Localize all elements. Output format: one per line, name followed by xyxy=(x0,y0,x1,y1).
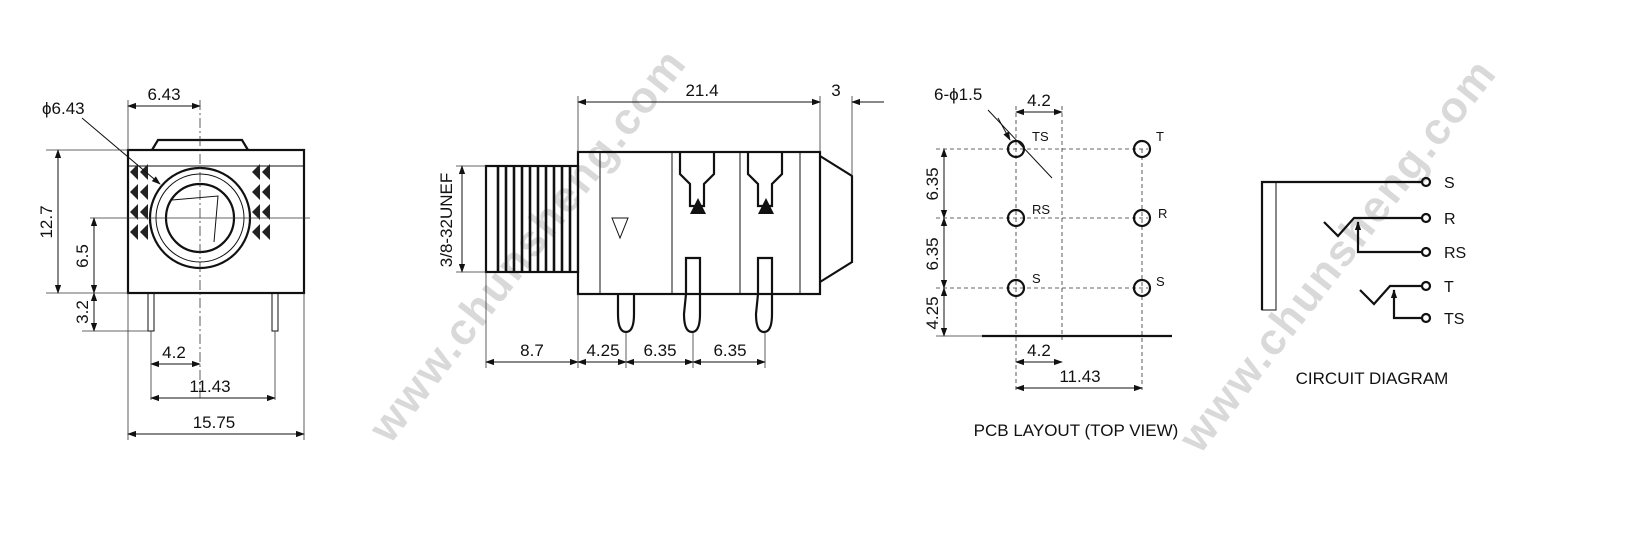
dim-front-4-2: 4.2 xyxy=(162,343,186,362)
dim-front-12-7: 12.7 xyxy=(37,205,56,238)
dim-front-phi-6-43: ϕ6.43 xyxy=(42,99,85,118)
dim-front-6-43: 6.43 xyxy=(147,85,180,104)
dim-front-3-2: 3.2 xyxy=(73,300,92,324)
circuit-label-ts: TS xyxy=(1444,311,1464,328)
circuit-diagram: S R RS T TS CIRCUIT DIAGRAM xyxy=(1260,175,1466,388)
dim-pcb-holes: 6-ϕ1.5 xyxy=(934,85,982,104)
circuit-label-rs: RS xyxy=(1444,245,1466,262)
side-leg-3 xyxy=(754,256,774,334)
pcb-pin-t: T xyxy=(1156,129,1164,144)
circuit-label-s: S xyxy=(1444,175,1455,192)
side-view: 21.4 3 3/8-32UNEF 8.7 4.25 6.35 6.35 xyxy=(437,81,884,368)
pcb-hole-ts xyxy=(1006,139,1026,159)
dim-pcb-11-43: 11.43 xyxy=(1059,367,1100,386)
circuit-label-r: R xyxy=(1444,211,1456,228)
dim-front-15-75: 15.75 xyxy=(193,413,236,432)
circuit-diagram-caption: CIRCUIT DIAGRAM xyxy=(1296,369,1449,388)
dim-pcb-4-2-top: 4.2 xyxy=(1027,91,1051,110)
dim-side-8-7: 8.7 xyxy=(520,341,544,360)
side-leg-1 xyxy=(616,294,636,334)
dim-side-6-35-b: 6.35 xyxy=(713,341,746,360)
pcb-hole-r xyxy=(1132,208,1152,228)
dim-side-3: 3 xyxy=(831,81,840,100)
dim-side-21-4: 21.4 xyxy=(685,81,718,100)
pcb-hole-s-left xyxy=(1006,278,1026,298)
front-hatch xyxy=(130,164,270,240)
pcb-pin-rs: RS xyxy=(1032,202,1050,217)
dim-side-4-25: 4.25 xyxy=(586,341,619,360)
pcb-pin-s-left: S xyxy=(1032,271,1041,286)
pcb-layout: TS T RS R S S 6-ϕ1.5 4.2 6.35 6.35 4.25 … xyxy=(923,85,1178,440)
side-thread-hatch xyxy=(496,166,572,272)
pcb-layout-caption: PCB LAYOUT (TOP VIEW) xyxy=(974,421,1179,440)
dim-pcb-6-35-b: 6.35 xyxy=(923,237,942,270)
front-body xyxy=(126,148,306,295)
pcb-hole-rs xyxy=(1006,208,1026,228)
dim-pcb-4-2-bottom: 4.2 xyxy=(1027,341,1051,360)
pcb-pin-r: R xyxy=(1158,206,1167,221)
front-view: 6.43 ϕ6.43 12.7 6.5 3.2 4.2 11.43 15.75 xyxy=(37,85,310,440)
dim-side-6-35-a: 6.35 xyxy=(643,341,676,360)
dim-side-thread: 3/8-32UNEF xyxy=(437,173,456,267)
dim-front-6-5: 6.5 xyxy=(73,244,92,268)
side-rear-cap xyxy=(819,155,854,283)
dim-pcb-6-35-a: 6.35 xyxy=(923,167,942,200)
side-leg-2 xyxy=(682,256,702,334)
dim-front-11-43: 11.43 xyxy=(189,377,230,396)
circuit-label-t: T xyxy=(1444,279,1454,296)
pcb-hole-t xyxy=(1132,139,1152,159)
dim-pcb-4-25: 4.25 xyxy=(923,296,942,329)
front-pin-left xyxy=(147,292,155,332)
pcb-pin-ts: TS xyxy=(1032,129,1049,144)
pcb-pin-s-right: S xyxy=(1156,274,1165,289)
watermark-left: www.chunsheng.com xyxy=(359,39,697,452)
front-pin-right xyxy=(271,292,279,332)
pcb-hole-s-right xyxy=(1132,278,1152,298)
